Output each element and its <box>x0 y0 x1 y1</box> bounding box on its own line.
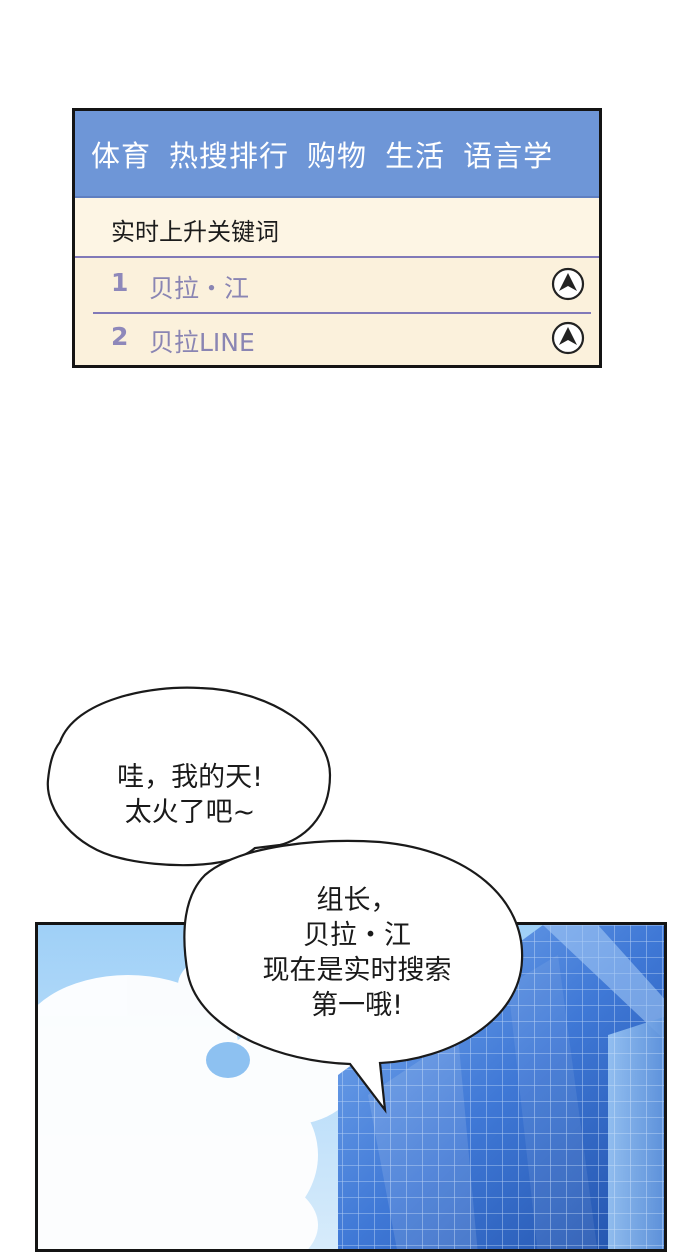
tab-shopping[interactable]: 购物 <box>307 138 368 173</box>
speech-bubble-2-text: 组长， 贝拉・江 现在是实时搜索 第一哦! <box>222 883 492 1023</box>
search-ranking-widget: 体育 热搜排行 购物 生活 语言学 实时上升关键词 1 贝拉・江 2 贝拉LIN… <box>72 108 602 368</box>
tab-linguistics[interactable]: 语言学 <box>463 138 554 173</box>
speech-bubble-1-text: 哇，我的天! 太火了吧~ <box>75 760 305 830</box>
dialogue-line: 贝拉・江 <box>303 920 411 951</box>
realtime-keywords-header: 实时上升关键词 <box>75 198 599 258</box>
dialogue-line: 组长， <box>316 885 398 916</box>
dialogue-line: 现在是实时搜索 <box>262 955 452 986</box>
dialogue-line: 太火了吧~ <box>124 797 256 828</box>
tab-life[interactable]: 生活 <box>385 138 446 173</box>
tab-hot-search[interactable]: 热搜排行 <box>169 138 290 173</box>
dialogue-line: 哇，我的天! <box>117 762 263 793</box>
rank-keyword[interactable]: 贝拉・江 <box>149 274 250 303</box>
realtime-keywords-title: 实时上升关键词 <box>111 218 279 246</box>
rank-keyword[interactable]: 贝拉LINE <box>149 328 255 357</box>
up-arrow-circle-icon <box>551 321 585 355</box>
rank-number: 1 <box>111 268 129 297</box>
ranking-row[interactable]: 2 贝拉LINE <box>93 314 591 366</box>
tab-sports[interactable]: 体育 <box>91 138 152 173</box>
ranking-row[interactable]: 1 贝拉・江 <box>93 260 591 314</box>
dialogue-line: 第一哦! <box>311 990 403 1021</box>
rank-number: 2 <box>111 322 129 351</box>
up-arrow-circle-icon <box>551 267 585 301</box>
category-tab-bar: 体育 热搜排行 购物 生活 语言学 <box>75 111 599 198</box>
